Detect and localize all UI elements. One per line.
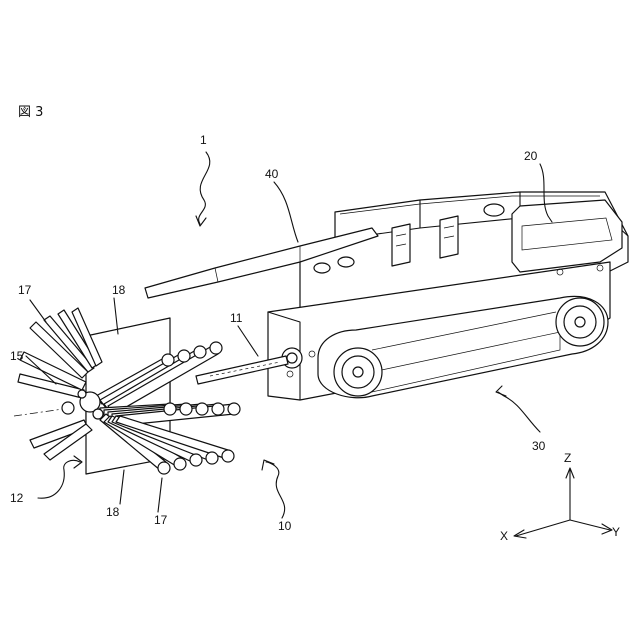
label-1: 1 bbox=[200, 133, 207, 147]
label-12: 12 bbox=[10, 491, 24, 505]
leader-17-top bbox=[30, 300, 46, 322]
top-hole bbox=[484, 204, 504, 216]
label-15: 15 bbox=[10, 349, 24, 363]
x-axis bbox=[516, 520, 570, 536]
figure-title: 図 3 bbox=[18, 105, 43, 120]
axis-triad: Z X Y bbox=[500, 451, 620, 543]
label-30: 30 bbox=[532, 439, 546, 453]
leader-12 bbox=[38, 460, 80, 498]
knob-2 bbox=[338, 257, 354, 267]
robot-body bbox=[145, 192, 628, 400]
axis-label-y: Y bbox=[612, 525, 620, 539]
label-10: 10 bbox=[278, 519, 292, 533]
leader-30 bbox=[498, 392, 540, 432]
knob-1 bbox=[314, 263, 330, 273]
axis-label-x: X bbox=[500, 529, 508, 543]
label-11: 11 bbox=[230, 311, 243, 325]
label-20: 20 bbox=[524, 149, 538, 163]
label-17-bottom: 17 bbox=[154, 513, 168, 527]
tool-assembly bbox=[14, 308, 288, 474]
leader-10 bbox=[266, 462, 285, 518]
label-18-top: 18 bbox=[112, 283, 126, 297]
leader-1 bbox=[199, 152, 210, 224]
leader-40 bbox=[274, 182, 298, 242]
leader-11 bbox=[238, 326, 258, 356]
label-18-bottom: 18 bbox=[106, 505, 120, 519]
label-17-top: 17 bbox=[18, 283, 32, 297]
leader-18-top bbox=[114, 298, 118, 334]
leader-18-bottom bbox=[120, 470, 124, 504]
label-40: 40 bbox=[265, 167, 279, 181]
axis-label-z: Z bbox=[564, 451, 571, 465]
leader-17-bottom bbox=[158, 478, 162, 512]
